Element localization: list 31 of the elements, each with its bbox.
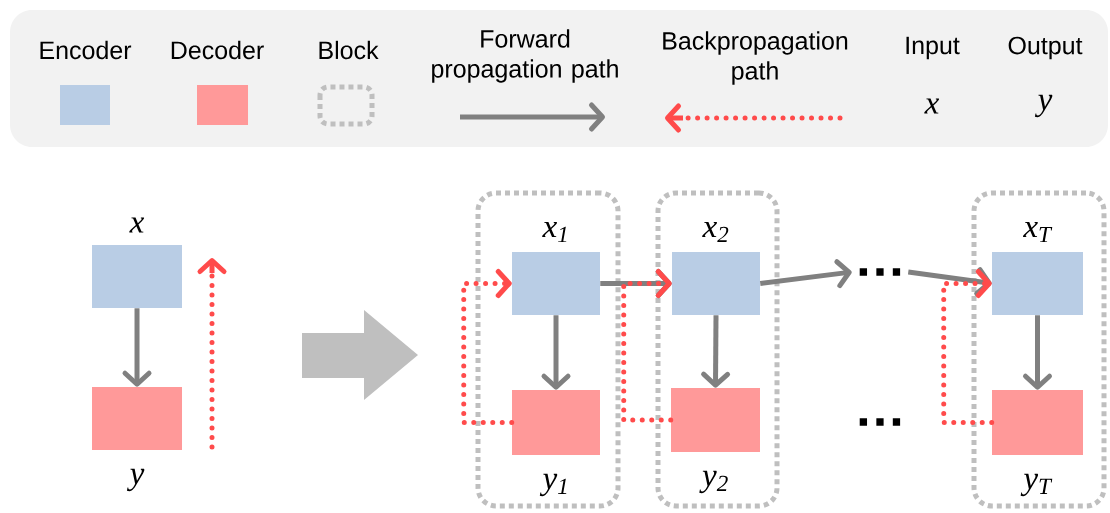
arrow xyxy=(461,269,515,425)
block-outline xyxy=(971,190,1107,509)
variable-symbol: x$_{1}$ xyxy=(542,221,567,243)
variable-symbol: y$_{1}$ xyxy=(539,473,567,497)
variable-symbol: y$_{2}$ xyxy=(699,470,728,494)
block-outline xyxy=(475,190,621,509)
legend-label: Forward propagation path xyxy=(432,29,618,83)
variable-symbol: y xyxy=(1034,94,1053,118)
legend-label: Encoder xyxy=(40,40,132,60)
arrow xyxy=(907,267,992,297)
block-outline xyxy=(655,190,780,509)
variable-symbol: x$_{2}$ xyxy=(702,221,729,243)
arrow xyxy=(759,259,852,289)
arrow xyxy=(621,269,674,423)
variable-symbol: y xyxy=(126,468,145,492)
legend-label: Block xyxy=(319,40,379,60)
variable-symbol: x xyxy=(129,217,145,233)
arrow xyxy=(122,308,152,387)
arrow xyxy=(941,269,995,425)
arrow xyxy=(1023,315,1052,390)
ellipsis: … xyxy=(859,268,901,276)
arrow xyxy=(701,315,731,388)
variable-symbol: x xyxy=(924,98,940,114)
legend-label: Decoder xyxy=(171,40,264,60)
legend-label: Input xyxy=(906,36,960,60)
variable-symbol: x$_{T}$ xyxy=(1023,221,1053,243)
variable-symbol: y$_{T}$ xyxy=(1020,473,1053,497)
ellipsis: … xyxy=(859,418,901,426)
arrow xyxy=(541,315,571,390)
legend-label: Backpropagation path xyxy=(663,31,848,85)
legend-label: Output xyxy=(1008,36,1083,60)
